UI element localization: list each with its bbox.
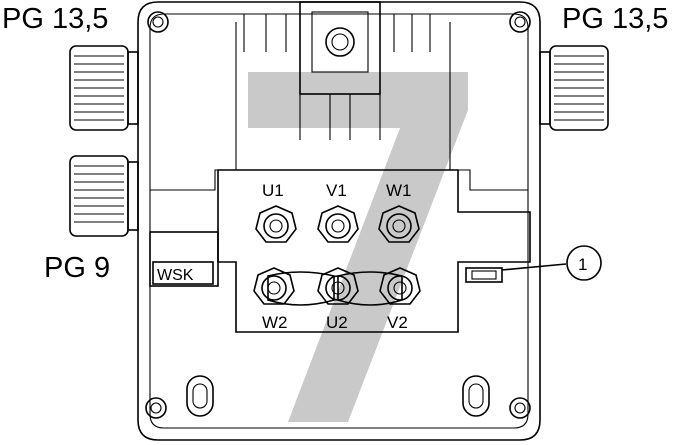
terminal-w1 xyxy=(378,205,420,243)
top-ribs xyxy=(243,14,431,52)
terminal-u2 xyxy=(317,267,359,305)
label-v1: V1 xyxy=(326,181,347,200)
label-pg-9: PG 9 xyxy=(44,252,110,284)
mounting-slot-left xyxy=(186,375,214,417)
corner-screw-top-left xyxy=(147,11,169,33)
label-v2: V2 xyxy=(387,313,408,332)
terminal-w2 xyxy=(253,267,295,305)
corner-screw-top-right xyxy=(509,11,531,33)
cable-gland-left xyxy=(69,155,139,237)
mounting-slot-right xyxy=(462,375,490,417)
label-u1: U1 xyxy=(262,181,284,200)
cable-gland-top-right xyxy=(539,45,609,131)
wsk-label: WSK xyxy=(157,267,194,284)
terminal-u1 xyxy=(255,205,297,243)
cable-gland-top-left xyxy=(69,45,139,131)
callout-1-number: 1 xyxy=(578,255,587,274)
watermark-seven xyxy=(248,72,468,422)
label-pg-13-5-left: PG 13,5 xyxy=(2,3,108,35)
wsk-block xyxy=(149,231,219,287)
label-w2: W2 xyxy=(262,313,288,332)
housing xyxy=(137,1,541,441)
callout-1 xyxy=(465,245,602,283)
terminal-v2 xyxy=(379,267,421,305)
label-u2: U2 xyxy=(326,313,348,332)
earth-clamp xyxy=(299,1,381,140)
label-pg-13-5-right: PG 13,5 xyxy=(562,3,668,35)
terminal-v1 xyxy=(317,205,359,243)
label-w1: W1 xyxy=(386,181,412,200)
corner-screw-bottom-right xyxy=(509,397,531,419)
terminal-board xyxy=(217,169,531,333)
corner-screw-bottom-left xyxy=(145,397,167,419)
